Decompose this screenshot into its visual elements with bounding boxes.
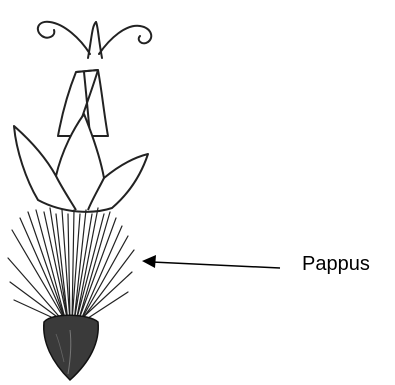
stigma <box>38 22 151 58</box>
pappus-bristles <box>8 208 134 322</box>
achene-seed <box>44 315 99 380</box>
pappus-label: Pappus <box>302 254 370 274</box>
corolla <box>14 114 148 212</box>
pappus-arrow <box>142 255 280 268</box>
